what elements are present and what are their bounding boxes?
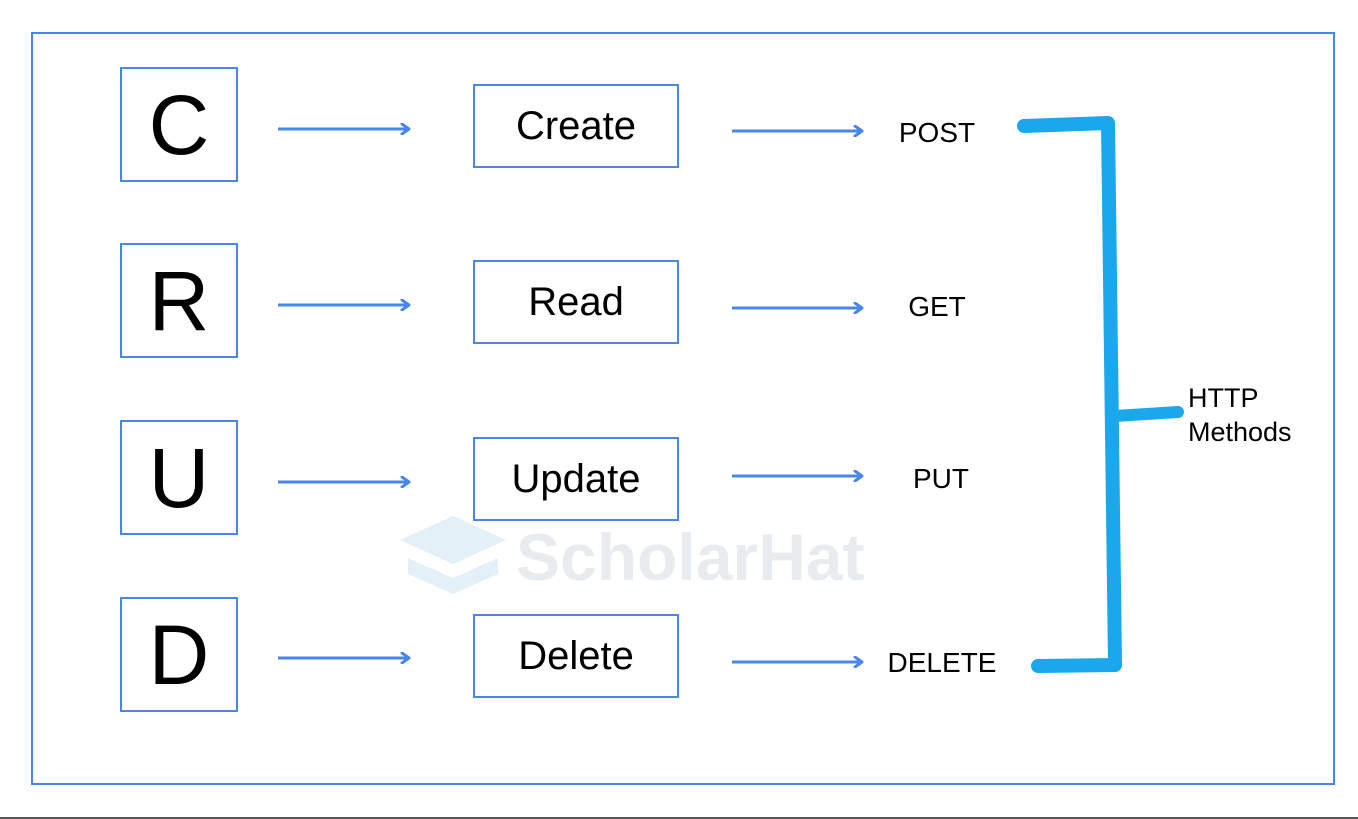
operation-box-delete: Delete xyxy=(473,614,679,698)
watermark: ScholarHat xyxy=(398,512,918,612)
method-put: PUT xyxy=(913,463,969,494)
http-label-line1: HTTP xyxy=(1188,383,1259,413)
method-delete: DELETE xyxy=(887,647,997,678)
operation-box-create: Create xyxy=(473,84,679,168)
method-get: GET xyxy=(908,291,966,322)
diagram-frame xyxy=(31,32,1335,785)
http-label-line2: Methods xyxy=(1188,416,1292,447)
bottom-edge-line xyxy=(0,817,1358,819)
letter-box-r: R xyxy=(120,243,238,358)
operation-box-update: Update xyxy=(473,437,679,521)
operation-box-read: Read xyxy=(473,260,679,344)
method-post: POST xyxy=(898,117,976,148)
http-methods-label: HTTP Methods xyxy=(1188,382,1292,450)
letter-box-d: D xyxy=(120,597,238,712)
letter-box-c: C xyxy=(120,67,238,182)
watermark-text: ScholarHat xyxy=(516,520,865,594)
letter-box-u: U xyxy=(120,420,238,535)
graduation-cap-icon xyxy=(400,516,506,594)
